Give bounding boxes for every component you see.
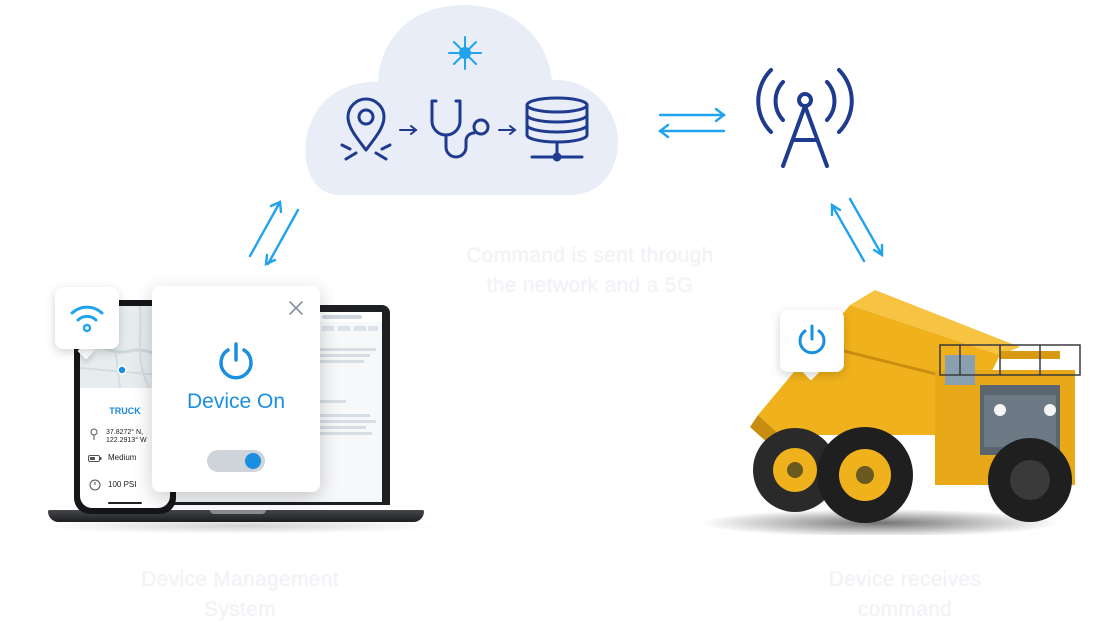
wifi-bubble <box>55 287 119 349</box>
right-caption: Device receives command <box>815 565 995 625</box>
database-icon <box>525 96 589 162</box>
phone-coords-1: 37.8272° N, <box>106 429 144 436</box>
gauge-icon <box>89 479 101 491</box>
cell-tower-icon <box>756 68 854 168</box>
left-caption: Device Management System <box>110 565 370 625</box>
mining-truck <box>700 290 1081 535</box>
phone-fuel: Medium <box>108 453 137 462</box>
device-status-label: Device On <box>186 390 286 413</box>
power-icon <box>219 342 253 380</box>
close-icon[interactable] <box>289 301 303 315</box>
tower-truck-arrows <box>830 197 884 263</box>
phone-title: TRUCK <box>109 406 141 416</box>
center-caption-line1: Command is sent through <box>466 244 714 267</box>
laptop-shadow <box>40 518 440 534</box>
cloud-tower-arrows <box>658 107 726 139</box>
sparkle-icon <box>448 36 482 70</box>
home-indicator <box>108 502 142 504</box>
right-caption-line2: command <box>857 598 953 621</box>
flow-arrow <box>498 125 517 135</box>
wifi-icon <box>70 305 104 333</box>
center-caption: Command is sent through the network and … <box>430 241 750 301</box>
stethoscope-icon <box>430 99 490 159</box>
device-control-card: Device On <box>152 286 320 492</box>
power-icon <box>798 324 826 355</box>
pin-icon <box>90 428 98 440</box>
toggle-knob[interactable] <box>245 453 261 469</box>
cloud-laptop-arrows <box>248 200 300 266</box>
left-caption-line2: System <box>204 598 276 621</box>
right-caption-line1: Device receives <box>828 568 982 591</box>
battery-icon <box>88 455 102 462</box>
phone-coords-2: 122.2913° W <box>106 437 147 444</box>
flow-arrow <box>399 125 418 135</box>
center-caption-line2: the network and a 5G <box>486 274 694 297</box>
left-caption-line1: Device Management <box>141 568 339 591</box>
phone-pressure: 100 PSI <box>108 480 137 489</box>
laptop-notch <box>210 510 266 514</box>
location-pin-icon <box>340 97 392 161</box>
power-bubble <box>780 310 844 372</box>
